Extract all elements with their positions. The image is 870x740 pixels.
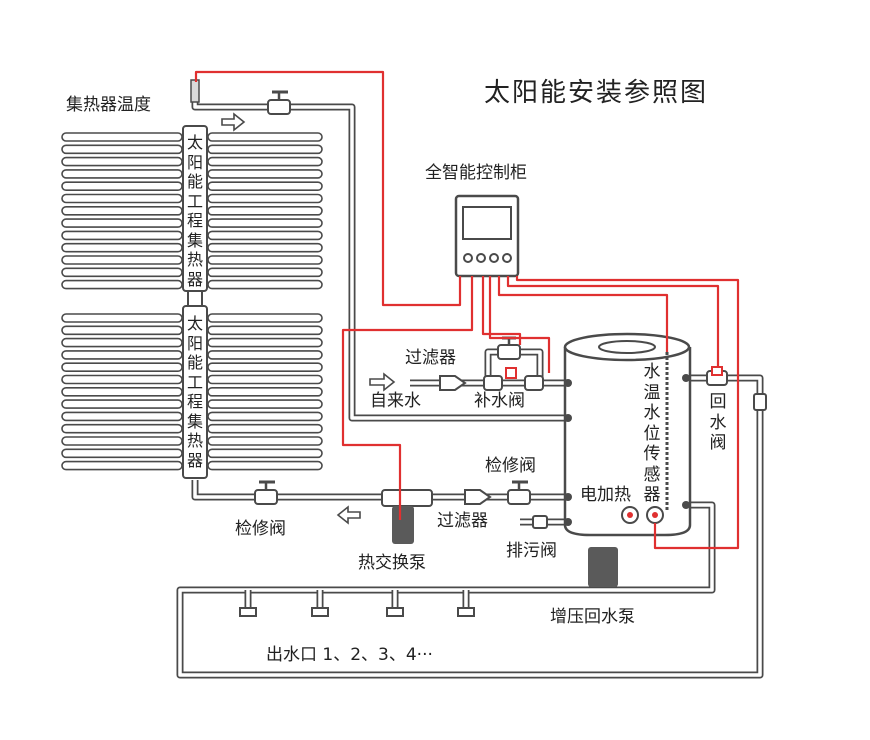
collector-tube: [207, 169, 323, 179]
page-title: 太阳能安装参照图: [484, 78, 709, 108]
service-valve-right-label: 检修阀: [485, 456, 536, 476]
collector-tube: [61, 193, 183, 204]
flow-arrows: [221, 112, 396, 525]
drain-valve-label: 排污阀: [506, 541, 557, 561]
collector-tube: [61, 242, 183, 253]
collector-tube: [61, 374, 183, 385]
collector-header: [182, 79, 208, 479]
collector-tube: [61, 423, 183, 434]
collector-tube: [207, 230, 323, 241]
pumps: [381, 489, 618, 587]
collector-tube: [207, 132, 323, 142]
collector-tube: [61, 144, 183, 155]
collector-tube: [207, 460, 323, 471]
collector-tube: [207, 374, 323, 385]
collector-tube: [207, 181, 323, 191]
outlets-label: 出水口 1、2、3、4···: [266, 645, 433, 665]
service-valve-left-label: 检修阀: [235, 519, 286, 539]
collector-tube: [61, 362, 183, 373]
return-valve-label: 回水阀: [709, 392, 727, 453]
collector-tube: [207, 386, 323, 397]
collector-tube: [207, 362, 323, 373]
collector-tube: [207, 448, 323, 459]
collector-tube: [61, 325, 183, 336]
collector-temp-label: 集热器温度: [66, 95, 151, 115]
filter-bottom-label: 过滤器: [437, 511, 488, 531]
filter-top-label: 过滤器: [405, 348, 456, 368]
collector-tube: [61, 132, 183, 142]
collector-tube: [207, 242, 323, 253]
collector-tube: [61, 181, 183, 191]
collector-tube: [61, 218, 183, 228]
collector-tube: [61, 399, 183, 409]
collector-tube: [61, 436, 183, 446]
controller-cabinet: [454, 194, 520, 278]
collector-tube: [61, 230, 183, 241]
collector-tube: [207, 423, 323, 434]
collector-tube: [61, 279, 183, 290]
collector-tube: [61, 313, 183, 323]
water-tank: [563, 332, 692, 537]
collector-tube: [207, 337, 323, 348]
collector-tube: [61, 255, 183, 265]
collector-tube: [61, 156, 183, 167]
control-wires: [194, 70, 740, 550]
electric-heater-label: 电加热: [580, 485, 631, 505]
collector-tube: [207, 350, 323, 360]
valves: [239, 90, 767, 617]
tap-water-label: 自来水: [370, 391, 421, 411]
collector-tube: [207, 193, 323, 204]
collector-tube: [61, 448, 183, 459]
collector-tube: [61, 169, 183, 179]
collector-tube: [61, 337, 183, 348]
collector-tube: [207, 255, 323, 265]
collector-tube: [207, 325, 323, 336]
heat-exchange-pump-label: 热交换泵: [358, 553, 426, 573]
collector-tube: [61, 411, 183, 422]
collector-tube: [61, 206, 183, 216]
collector-tube: [207, 313, 323, 323]
collector-tube: [207, 411, 323, 422]
controller-label: 全智能控制柜: [425, 163, 527, 183]
tank-sensor-label: 水温水位传感器: [643, 362, 661, 505]
collector-lower-label: 太阳能工程集热器: [186, 314, 203, 470]
collector-tube: [207, 267, 323, 278]
collector-tube: [207, 218, 323, 228]
collector-tube: [207, 279, 323, 290]
collector-tube: [207, 144, 323, 155]
collector-tube: [61, 460, 183, 471]
collector-tube: [207, 436, 323, 446]
booster-pump-label: 增压回水泵: [550, 607, 635, 627]
collector-upper-label: 太阳能工程集热器: [186, 133, 203, 289]
makeup-valve-label: 补水阀: [474, 391, 525, 411]
collector-tube: [61, 350, 183, 360]
collector-tube: [61, 267, 183, 278]
collector-tube: [207, 399, 323, 409]
collector-tube: [61, 386, 183, 397]
collector-tube: [207, 156, 323, 167]
collector-tube: [207, 206, 323, 216]
